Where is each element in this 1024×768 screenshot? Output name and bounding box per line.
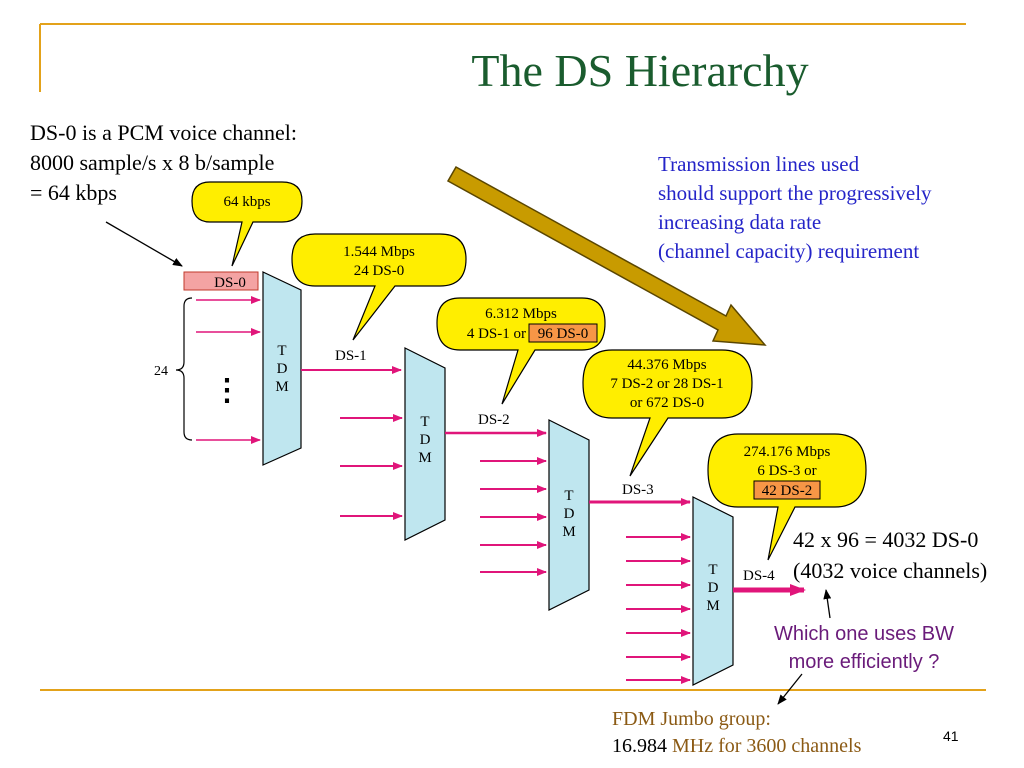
ds4-capacity-result: 42 x 96 = 4032 DS-0 (4032 voice channels… <box>793 524 987 586</box>
result-line: 42 x 96 = 4032 DS-0 <box>793 527 979 552</box>
transmission-line: (channel capacity) requirement <box>658 239 920 263</box>
ds3-label: DS-3 <box>622 482 654 498</box>
tdm-mux-1-m: M <box>275 379 288 395</box>
bubble-ds4-line3-highlight: 42 DS-2 <box>762 483 812 499</box>
tdm-mux-4 <box>692 496 734 686</box>
highlight-96-ds0 <box>528 323 598 343</box>
slide-frame <box>39 23 986 691</box>
bubble-ds3-line1: 44.376 Mbps <box>627 357 706 373</box>
ds2-label: DS-2 <box>478 412 510 428</box>
bubble-ds0: 64 kbps <box>191 181 303 267</box>
tdm-mux-2-t: T <box>420 414 429 430</box>
input-bracket-24 <box>175 297 193 441</box>
tdm-mux-2-m: M <box>418 450 431 466</box>
ds0-box <box>183 271 259 291</box>
tdm-mux-3-m: M <box>562 524 575 540</box>
result-line: (4032 voice channels) <box>793 558 988 583</box>
fdm-pointer <box>777 673 803 705</box>
bubble-ds0-text: 64 kbps <box>223 194 270 210</box>
transmission-line: Transmission lines used <box>658 152 860 176</box>
transmission-line: increasing data rate <box>658 210 822 234</box>
tdm-mux-3-d: D <box>564 506 575 522</box>
question-line: Which one uses BW <box>773 623 955 645</box>
highlight-42-ds2 <box>753 480 821 500</box>
bubble-ds2-line2-highlight: 96 DS-0 <box>538 326 588 342</box>
ds4-label: DS-4 <box>743 568 775 584</box>
big-diagonal-arrow <box>446 165 767 346</box>
bubble-ds2: 6.312 Mbps 4 DS-1 or 96 DS-0 <box>436 297 606 405</box>
transmission-note: Transmission lines used should support t… <box>658 150 932 266</box>
tdm-mux-3 <box>548 419 590 611</box>
ds0-explanation: DS-0 is a PCM voice channel: 8000 sample… <box>30 118 297 208</box>
tdm-mux-4-m: M <box>706 598 719 614</box>
ds1-label: DS-1 <box>335 348 367 364</box>
ds0-pointer-arrow <box>105 221 183 267</box>
fdm-bandwidth-rest: MHz for 3600 channels <box>667 735 862 757</box>
tdm-mux-3-t: T <box>564 488 573 504</box>
bubble-ds4: 274.176 Mbps 6 DS-3 or 42 DS-2 <box>707 433 867 561</box>
count-label-24: 24 <box>154 364 168 379</box>
bubble-ds3-line3: or 672 DS-0 <box>630 395 704 411</box>
tdm-mux-4-d: D <box>708 580 719 596</box>
ds0-box-label: DS-0 <box>214 275 246 291</box>
tdm-mux-1-t: T <box>277 343 286 359</box>
bubble-ds3-line2: 7 DS-2 or 28 DS-1 <box>610 376 723 392</box>
slide-title: The DS Hierarchy <box>471 45 809 96</box>
bubble-ds2-line1: 6.312 Mbps <box>485 306 557 322</box>
more-inputs-ellipsis: ⋮ <box>212 374 242 407</box>
fdm-jumbo-note: FDM Jumbo group: 16.984 MHz for 3600 cha… <box>612 706 861 760</box>
question-line: more efficiently ? <box>788 651 940 673</box>
tdm-mux-2-d: D <box>420 432 431 448</box>
tdm-mux-4-t: T <box>708 562 717 578</box>
fdm-line-2: 16.984 MHz for 3600 channels <box>612 733 861 760</box>
bubble-ds1-line2: 24 DS-0 <box>354 263 404 279</box>
fdm-line: FDM Jumbo group: <box>612 708 771 730</box>
efficiency-question: Which one uses BW more efficiently ? <box>738 620 990 676</box>
intro-line: DS-0 is a PCM voice channel: <box>30 120 298 145</box>
bubble-ds1: 1.544 Mbps 24 DS-0 <box>291 233 467 341</box>
intro-line: = 64 kbps <box>30 180 117 205</box>
question-pointer <box>823 589 832 619</box>
bubble-ds4-line1: 274.176 Mbps <box>744 444 831 460</box>
bubble-ds3: 44.376 Mbps 7 DS-2 or 28 DS-1 or 672 DS-… <box>582 349 753 477</box>
transmission-line: should support the progressively <box>658 181 932 205</box>
tdm-mux-1-d: D <box>277 361 288 377</box>
bubble-ds4-line2: 6 DS-3 or <box>757 463 816 479</box>
intro-line: 8000 sample/s x 8 b/sample <box>30 150 275 175</box>
bubble-ds2-line2-prefix: 4 DS-1 or <box>467 326 526 342</box>
bubble-ds1-line1: 1.544 Mbps <box>343 244 415 260</box>
tdm-mux-2 <box>404 347 446 541</box>
page-number: 41 <box>943 728 959 744</box>
tdm-mux-1 <box>262 271 302 466</box>
fdm-bandwidth-value: 16.984 <box>612 735 667 757</box>
